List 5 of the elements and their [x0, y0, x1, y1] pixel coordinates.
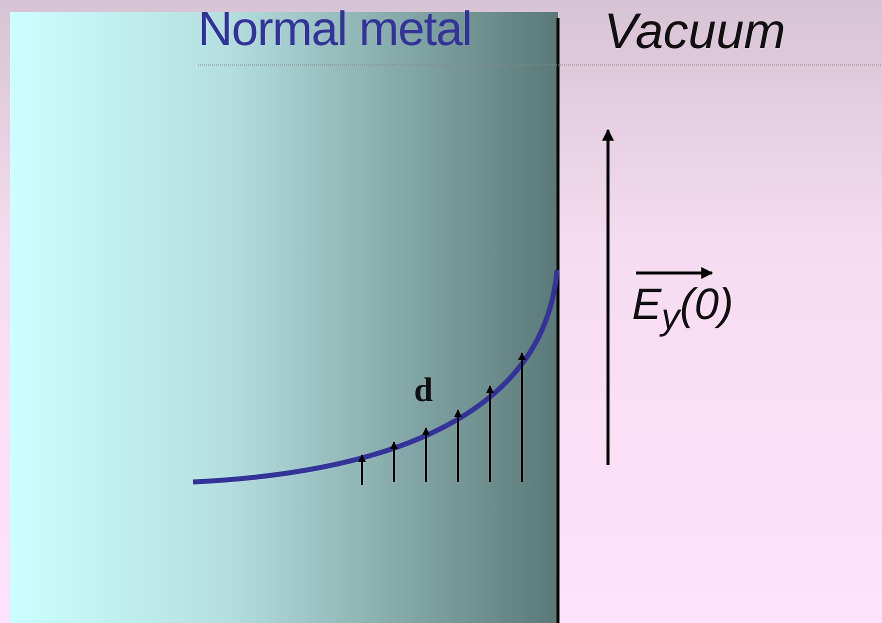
region-label: Vacuum — [604, 2, 786, 60]
depth-label: d — [414, 372, 433, 410]
region-heading: Normal metal — [198, 2, 472, 57]
field-label: E$_{y}$(0) — [632, 280, 734, 338]
metal-region — [10, 12, 558, 623]
